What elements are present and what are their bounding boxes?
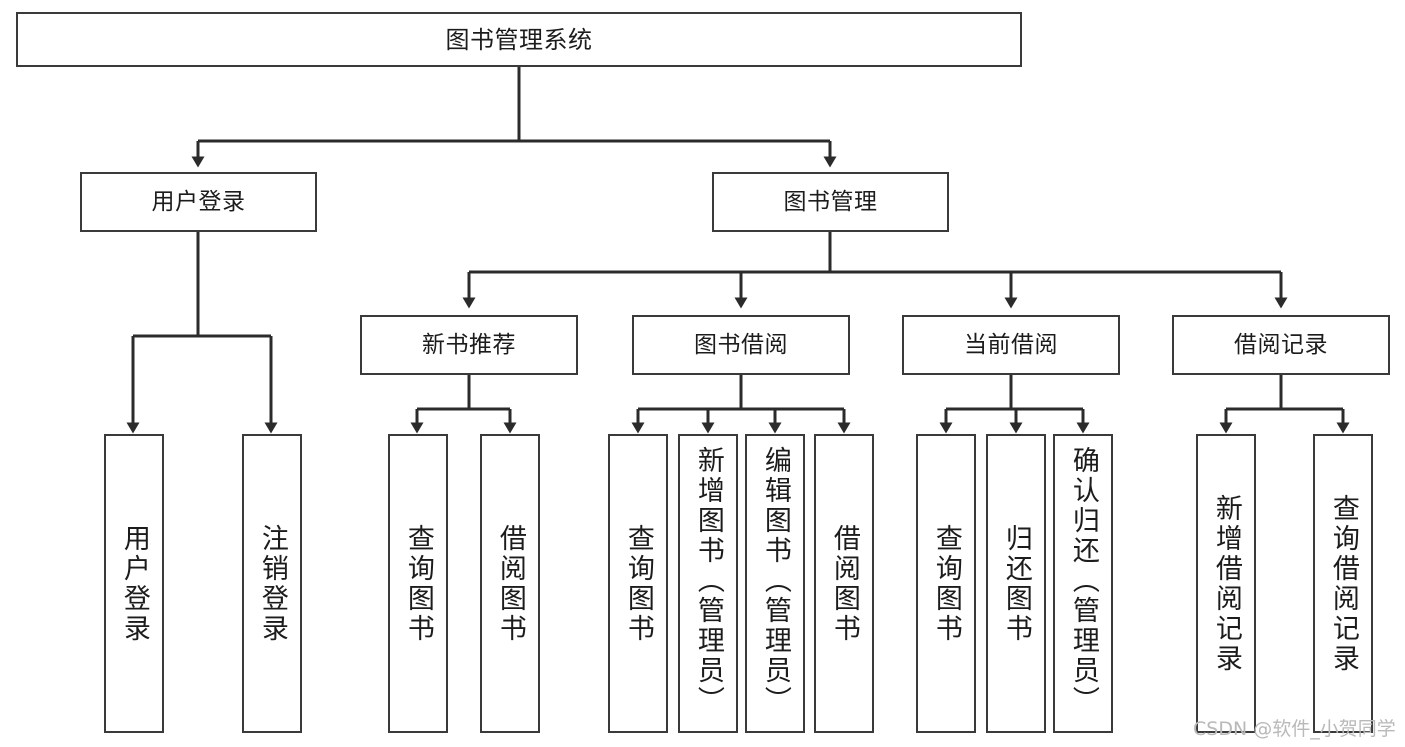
node-label: 借阅记录 [1234,331,1328,358]
node-label: 查询图书 [622,523,654,644]
leaf-query-book-current[interactable]: 查询图书 [916,434,976,733]
node-label: 新增借阅记录 [1210,493,1242,674]
leaf-query-book-new-recommend[interactable]: 查询图书 [388,434,448,733]
node-label: 归还图书 [1000,523,1032,644]
node-label: 图书借阅 [694,331,788,358]
node-label: 查询借阅记录 [1327,493,1359,674]
node-label: 注销登录 [256,523,288,644]
node-label: 确认归还（管理员） [1067,446,1099,716]
leaf-user-login[interactable]: 用户登录 [104,434,164,733]
node-book-management[interactable]: 图书管理 [712,172,949,232]
leaf-edit-book-admin[interactable]: 编辑图书（管理员） [745,434,805,733]
node-label: 图书管理 [783,188,878,215]
node-label: 用户登录 [151,188,246,215]
csdn-watermark: CSDN @软件_小贺同学 [1193,718,1396,740]
node-current-borrow[interactable]: 当前借阅 [902,315,1120,375]
leaf-confirm-return-admin[interactable]: 确认归还（管理员） [1053,434,1113,733]
node-label: 新书推荐 [422,331,516,358]
leaf-add-book-admin[interactable]: 新增图书（管理员） [678,434,738,733]
leaf-query-book-borrow[interactable]: 查询图书 [608,434,668,733]
node-root-book-management-system[interactable]: 图书管理系统 [16,12,1022,67]
leaf-borrow-book-new-recommend[interactable]: 借阅图书 [480,434,540,733]
node-label: 新增图书（管理员） [692,446,724,716]
leaf-borrow-book[interactable]: 借阅图书 [814,434,874,733]
node-borrow-record[interactable]: 借阅记录 [1172,315,1390,375]
node-label: 借阅图书 [494,523,526,644]
node-label: 查询图书 [402,523,434,644]
node-label: 借阅图书 [828,523,860,644]
leaf-query-borrow-record[interactable]: 查询借阅记录 [1313,434,1373,733]
node-user-login[interactable]: 用户登录 [80,172,317,232]
leaf-return-book[interactable]: 归还图书 [986,434,1046,733]
node-label: 用户登录 [118,523,150,644]
node-label: 编辑图书（管理员） [759,446,791,716]
node-new-book-recommend[interactable]: 新书推荐 [360,315,578,375]
node-label: 查询图书 [930,523,962,644]
node-book-borrow[interactable]: 图书借阅 [632,315,850,375]
node-label: 当前借阅 [964,331,1058,358]
node-label: 图书管理系统 [445,25,593,54]
leaf-logout-login[interactable]: 注销登录 [242,434,302,733]
leaf-add-borrow-record[interactable]: 新增借阅记录 [1196,434,1256,733]
